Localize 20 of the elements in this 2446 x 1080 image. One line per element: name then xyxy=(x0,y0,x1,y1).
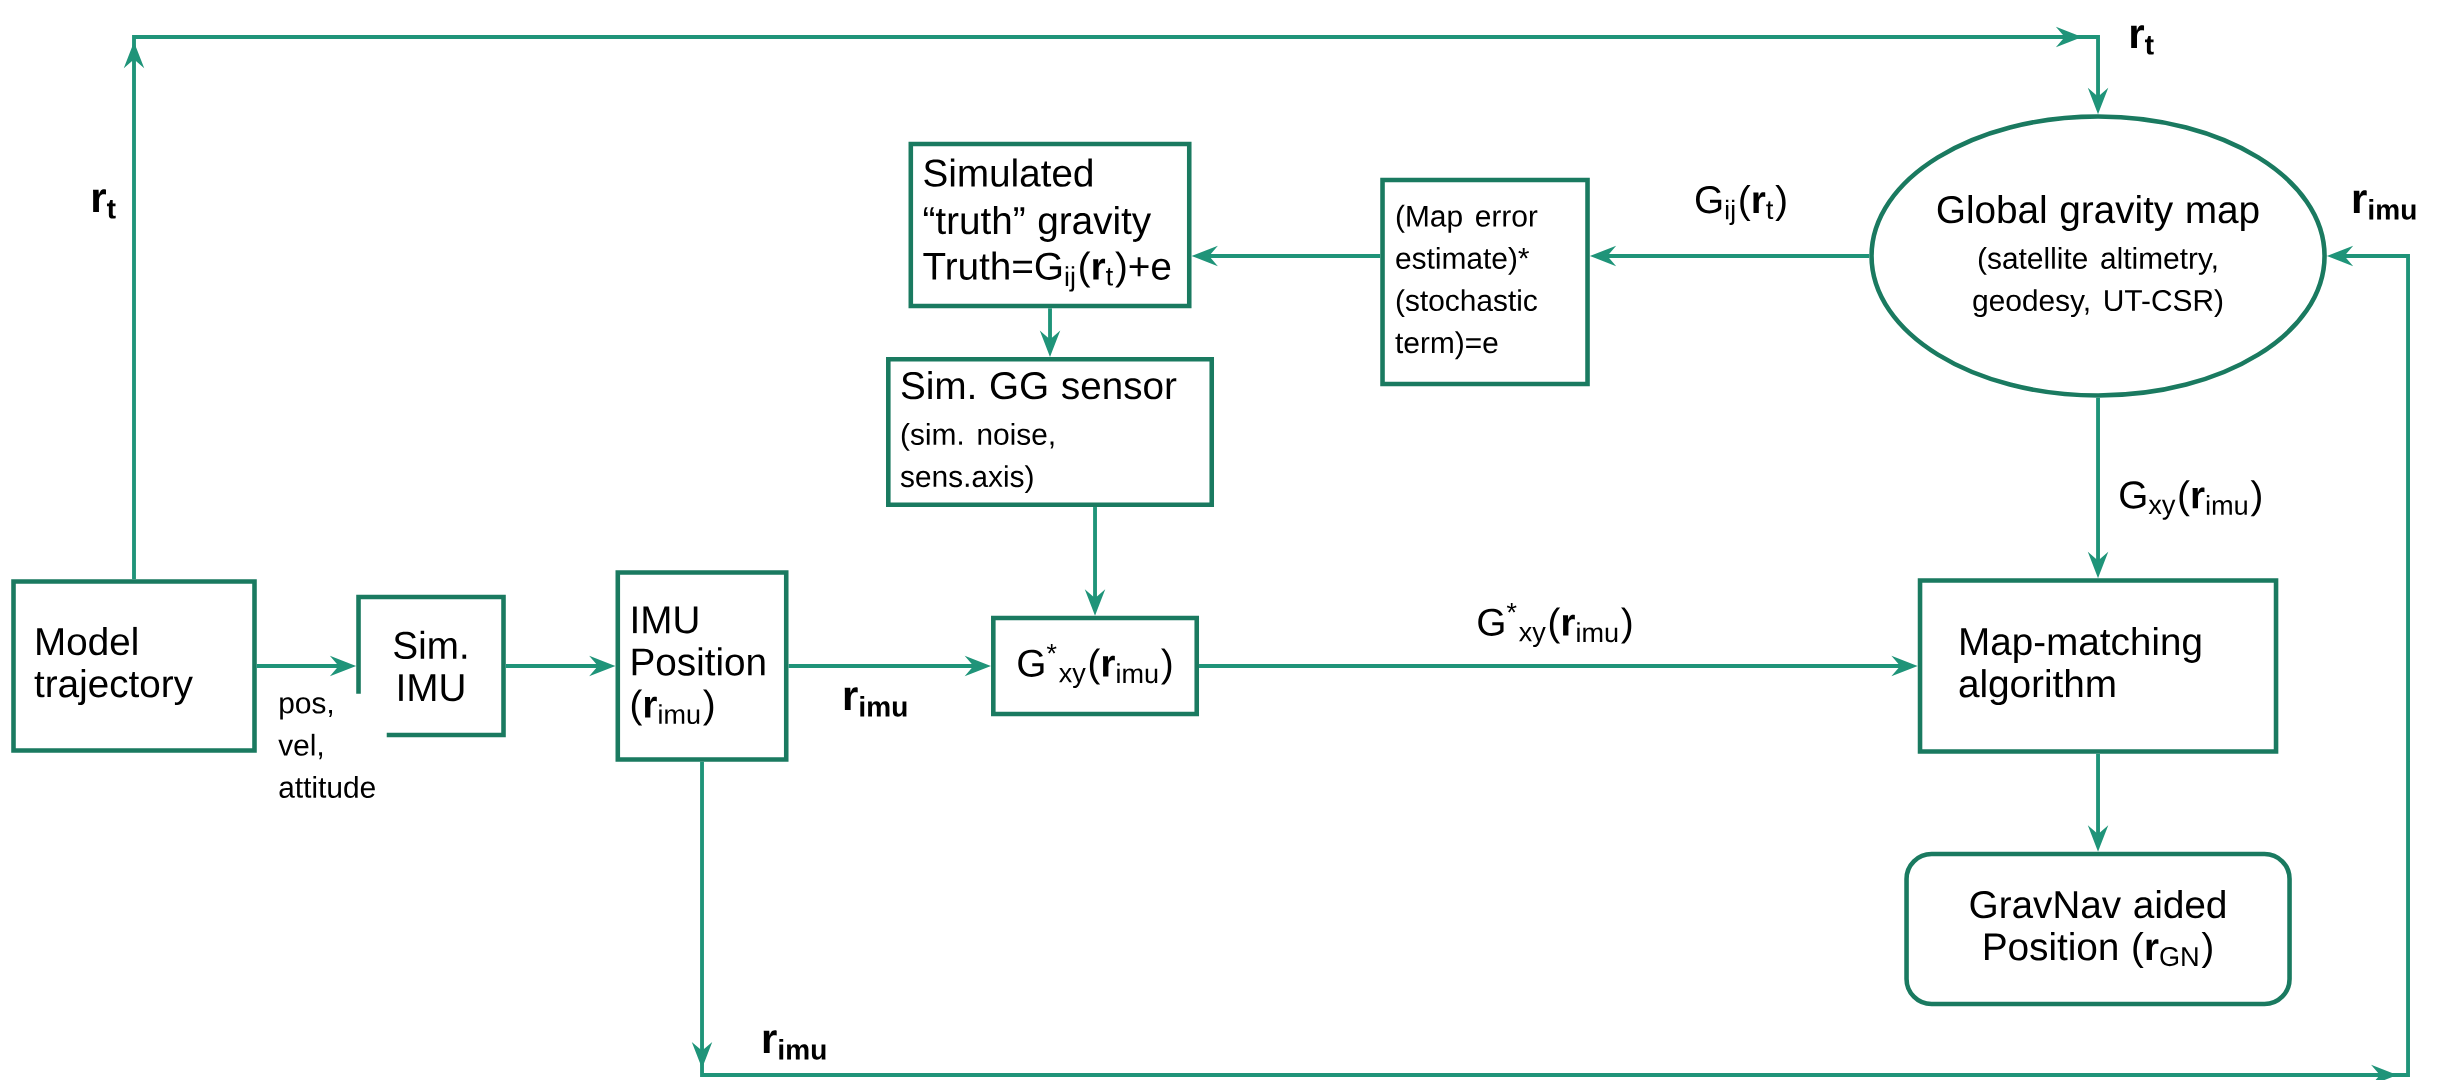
edge-label: G$_{ij}$(r$_{t}$) xyxy=(1690,181,1792,229)
process-box: Sim. IMU xyxy=(356,594,506,738)
process-box: IMU Position (r$_{imu}$) xyxy=(615,570,789,762)
signal-label: r$_{t}$ xyxy=(2124,21,2160,59)
edge-label: G$_{xy}$(r$_{imu}$) xyxy=(2114,476,2267,524)
arrow xyxy=(123,26,2109,580)
edge-label: r$_{imu}$ xyxy=(757,1026,833,1064)
signal-label: r$_{imu}$ xyxy=(2347,186,2423,224)
process-box: Model trajectory xyxy=(11,579,257,753)
edge-label: r$_{imu}$ xyxy=(838,683,914,721)
edge-label: G$^{*}$$_{xy}$(r$_{imu}$) xyxy=(1472,599,1638,651)
process-box: Sim. GG sensor (sim. noise, sens.axis) xyxy=(886,356,1214,508)
process-box: G$^{*}$$_{xy}$(r$_{imu}$) xyxy=(991,615,1200,717)
rounded-box: GravNav aided Position (r$_{GN}$) xyxy=(1904,851,2292,1007)
process-box: Map-matching algorithm xyxy=(1917,578,2279,754)
ellipse-node: Global gravity map (satellite altimetry, geodesy, UT-CSR) xyxy=(1869,114,2327,398)
edge-label: r$_{t}$ xyxy=(86,185,122,223)
process-box: (Map error estimate)* (stochastic term)=e xyxy=(1380,177,1590,387)
process-box: Simulated “truth” gravity Truth=G$_{ij}$(r$_{t}$)+e xyxy=(908,141,1192,309)
edge-label: pos, vel, attitude xyxy=(274,693,387,802)
